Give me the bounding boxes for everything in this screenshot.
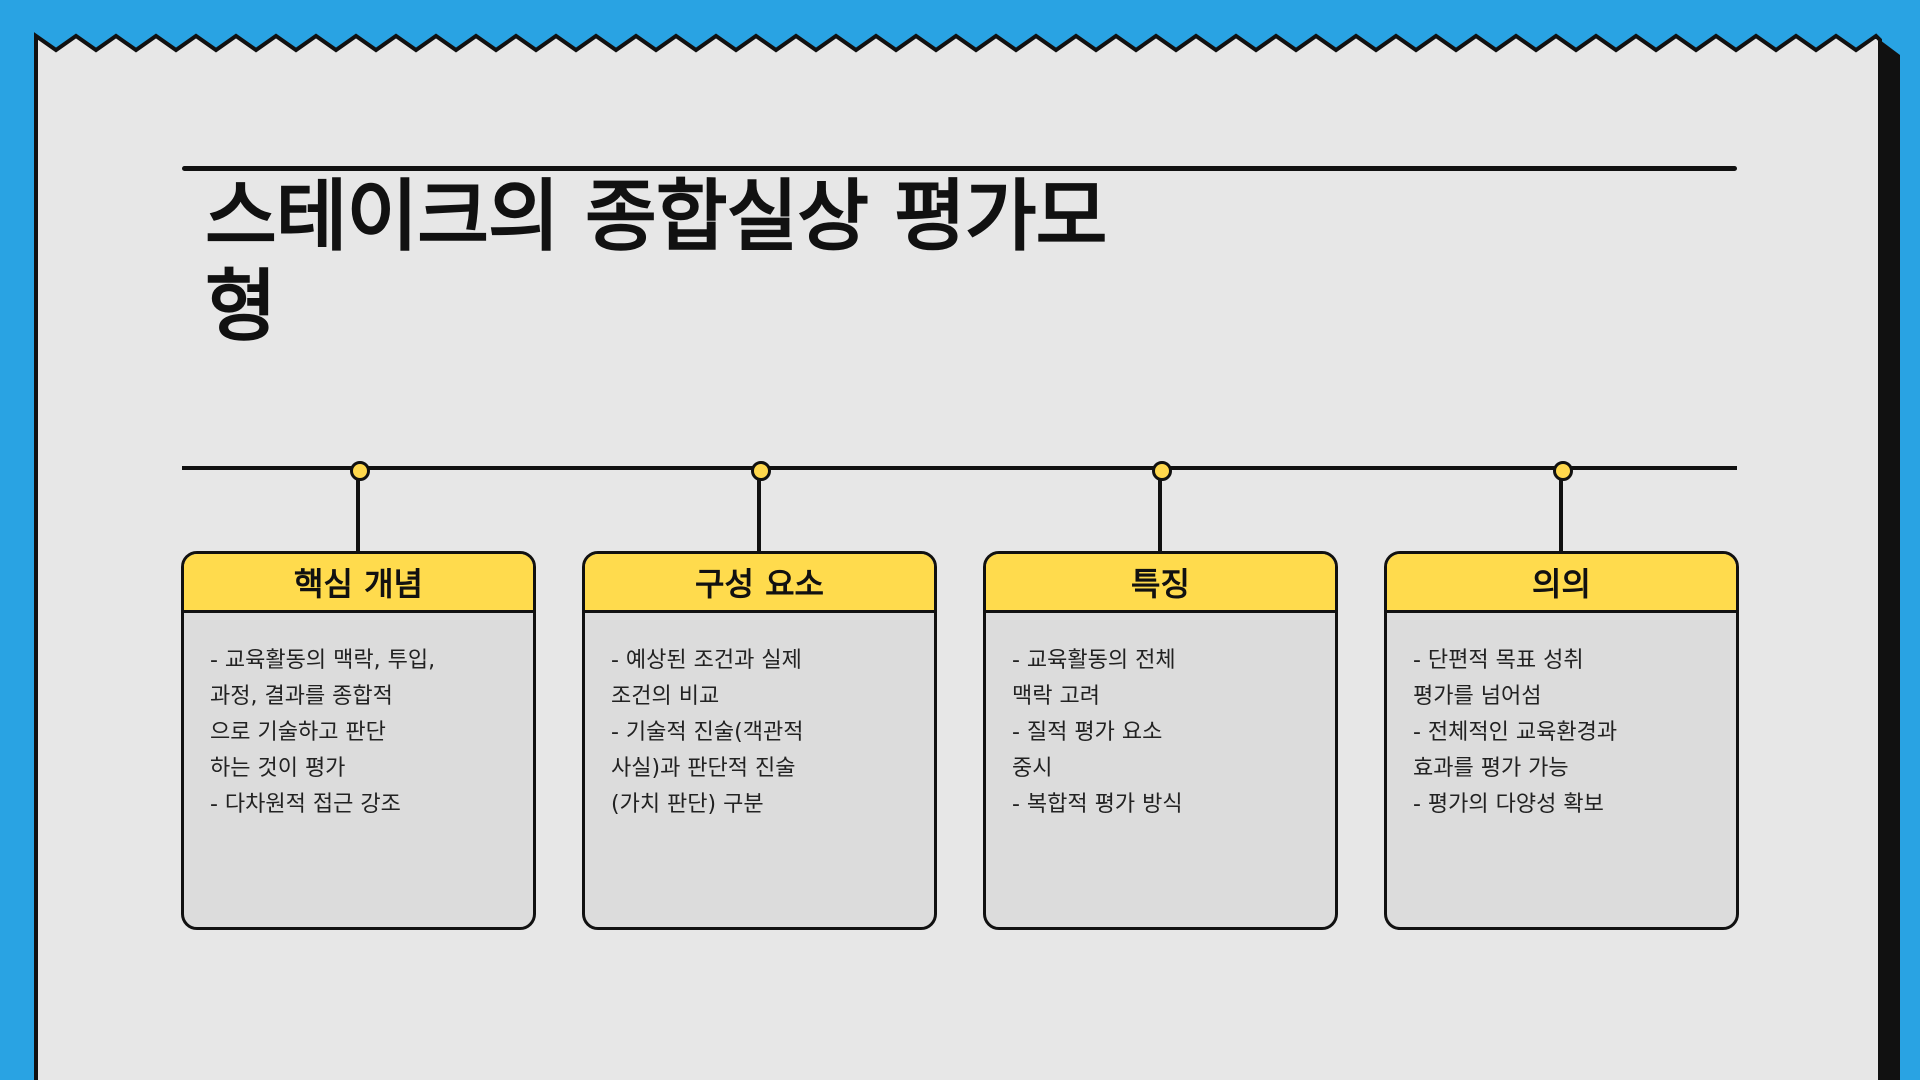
timeline-line bbox=[182, 466, 1737, 470]
timeline-node-4 bbox=[1553, 461, 1573, 481]
card-header: 핵심 개념 bbox=[184, 554, 533, 613]
card-title: 구성 요소 bbox=[695, 565, 824, 603]
card-body: - 단편적 목표 성취 평가를 넘어섬 - 전체적인 교육환경과 효과를 평가 … bbox=[1387, 613, 1736, 823]
card-line: - 평가의 다양성 확보 bbox=[1413, 792, 1604, 817]
card-line: 평가를 넘어섬 bbox=[1413, 684, 1542, 709]
card-line: - 교육활동의 전체 bbox=[1012, 648, 1176, 673]
card-line: - 교육활동의 맥락, 투입, bbox=[210, 648, 436, 673]
timeline-node-1 bbox=[350, 461, 370, 481]
card-core-concept: 핵심 개념 - 교육활동의 맥락, 투입, 과정, 결과를 종합적 으로 기술하… bbox=[181, 551, 536, 930]
card-line: 조건의 비교 bbox=[611, 684, 720, 709]
card-line: 효과를 평가 가능 bbox=[1413, 756, 1569, 781]
connector-3 bbox=[1158, 478, 1162, 552]
card-significance: 의의 - 단편적 목표 성취 평가를 넘어섬 - 전체적인 교육환경과 효과를 … bbox=[1384, 551, 1739, 930]
card-title: 특징 bbox=[1131, 565, 1190, 603]
card-line: - 질적 평가 요소 bbox=[1012, 720, 1163, 745]
card-line: - 단편적 목표 성취 bbox=[1413, 648, 1584, 673]
connector-2 bbox=[757, 478, 761, 552]
card-line: - 전체적인 교육환경과 bbox=[1413, 720, 1618, 745]
card-line: 사실)과 판단적 진술 bbox=[611, 756, 796, 781]
card-title: 핵심 개념 bbox=[294, 565, 423, 603]
card-components: 구성 요소 - 예상된 조건과 실제 조건의 비교 - 기술적 진술(객관적 사… bbox=[582, 551, 937, 930]
card-line: - 예상된 조건과 실제 bbox=[611, 648, 802, 673]
card-line: - 다차원적 접근 강조 bbox=[210, 792, 401, 817]
card-line: 으로 기술하고 판단 bbox=[210, 720, 386, 745]
page-title: 스테이크의 종합실상 평가모 형 bbox=[205, 172, 1185, 352]
card-header: 의의 bbox=[1387, 554, 1736, 613]
card-features: 특징 - 교육활동의 전체 맥락 고려 - 질적 평가 요소 중시 - 복합적 … bbox=[983, 551, 1338, 930]
card-line: 과정, 결과를 종합적 bbox=[210, 684, 393, 709]
card-title: 의의 bbox=[1532, 565, 1591, 603]
card-line: 맥락 고려 bbox=[1012, 684, 1100, 709]
card-line: 하는 것이 평가 bbox=[210, 756, 346, 781]
title-divider bbox=[182, 166, 1737, 171]
card-line: 중시 bbox=[1012, 756, 1053, 781]
connector-4 bbox=[1559, 478, 1563, 552]
page-title-line-2: 형 bbox=[205, 262, 277, 352]
card-body: - 교육활동의 맥락, 투입, 과정, 결과를 종합적 으로 기술하고 판단 하… bbox=[184, 613, 533, 823]
timeline-node-2 bbox=[751, 461, 771, 481]
card-line: (가치 판단) 구분 bbox=[611, 792, 764, 817]
card-line: - 복합적 평가 방식 bbox=[1012, 792, 1183, 817]
card-line: - 기술적 진술(객관적 bbox=[611, 720, 804, 745]
card-body: - 교육활동의 전체 맥락 고려 - 질적 평가 요소 중시 - 복합적 평가 … bbox=[986, 613, 1335, 823]
connector-1 bbox=[356, 478, 360, 552]
timeline-node-3 bbox=[1152, 461, 1172, 481]
card-header: 구성 요소 bbox=[585, 554, 934, 613]
page-title-line-1: 스테이크의 종합실상 평가모 bbox=[205, 172, 1107, 262]
card-header: 특징 bbox=[986, 554, 1335, 613]
paper-shadow bbox=[1880, 40, 1900, 1080]
card-body: - 예상된 조건과 실제 조건의 비교 - 기술적 진술(객관적 사실)과 판단… bbox=[585, 613, 934, 823]
